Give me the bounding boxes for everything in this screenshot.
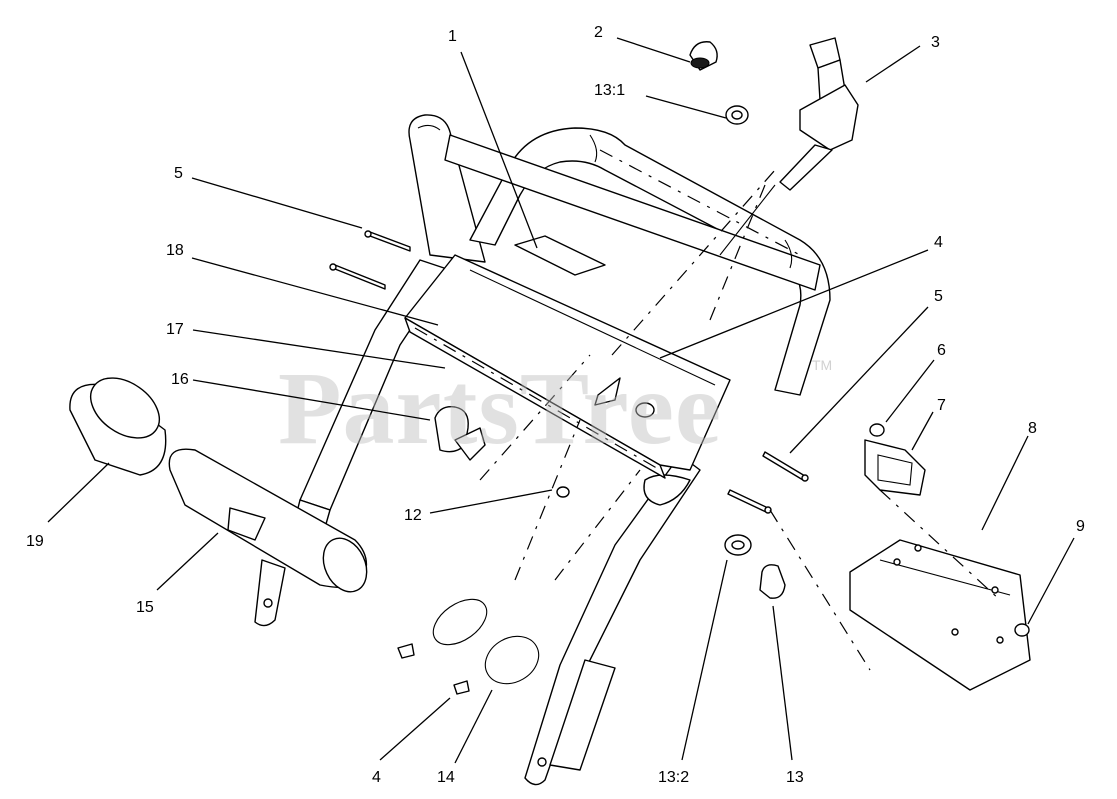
callout-9: 9 [1076,518,1085,535]
callout-17: 17 [166,321,184,338]
callout-2: 2 [594,24,603,41]
callout-5-left: 5 [174,165,183,182]
callout-14: 14 [437,769,455,786]
callout-labels: 1 2 3 4 4 5 5 6 7 8 9 12 13 13:1 13:2 14… [26,24,1085,786]
callout-16: 16 [171,371,189,388]
callout-6: 6 [937,342,946,359]
callout-19: 19 [26,533,44,550]
watermark-brand: PartsTree [278,351,722,466]
console-panel [404,235,731,479]
callout-18: 18 [166,242,184,259]
callout-3: 3 [931,34,940,51]
leader-lines [47,37,1075,764]
watermark: PartsTree TM [278,351,832,466]
callout-8: 8 [1028,420,1037,437]
watermark-trademark: TM [812,357,832,373]
callout-7: 7 [937,397,946,414]
callout-13: 13 [786,769,804,786]
callout-1: 1 [448,28,457,45]
callout-13-1: 13:1 [594,82,625,99]
grip-tubes [69,377,368,627]
callout-4-upper: 4 [934,234,943,251]
control-lever [719,37,859,256]
callout-13-2: 13:2 [658,769,689,786]
small-parts [329,41,1031,695]
callout-5-right: 5 [934,288,943,305]
callout-12: 12 [404,507,422,524]
callout-4-lower: 4 [372,769,381,786]
callout-15: 15 [136,599,154,616]
